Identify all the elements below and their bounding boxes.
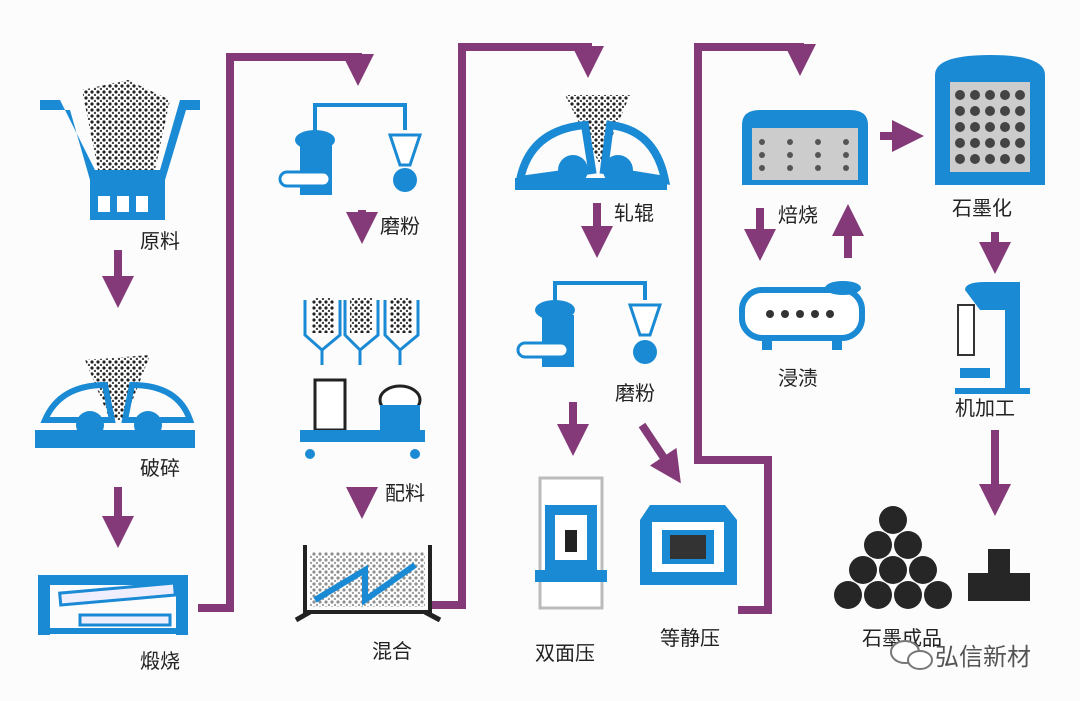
electrode-dot: [955, 106, 965, 116]
watermark: 弘信新材: [890, 640, 1031, 671]
connector-isostatic-to-bake: [694, 43, 816, 614]
batching-hoppers-icon: [300, 298, 425, 459]
grinding-mill-icon: [278, 103, 423, 195]
electrode-dot: [970, 106, 980, 116]
label-grind1: 磨粉: [380, 214, 420, 238]
electrode-dot: [955, 138, 965, 148]
graphite-rod: [879, 556, 907, 584]
label-mix: 混合: [372, 639, 412, 663]
electrode-dot: [1015, 106, 1025, 116]
arrow-grind-to-isostatic: [638, 422, 681, 484]
label-batch: 配料: [385, 481, 425, 505]
electrode-dot: [1000, 122, 1010, 132]
electrode-dot: [955, 122, 965, 132]
electrode-dot: [985, 154, 995, 164]
label-crush: 破碎: [140, 456, 180, 480]
isostatic-press-icon: [640, 505, 737, 585]
crusher-icon: [35, 355, 195, 448]
machining-tool-icon: [955, 282, 1030, 394]
impregnation-tank-icon: [739, 281, 865, 350]
label-graphitize: 石墨化: [952, 196, 1012, 220]
electrode-dot: [1000, 90, 1010, 100]
watermark-text: 弘信新材: [935, 643, 1031, 671]
roller-mill-icon: [514, 95, 671, 190]
graphite-rod: [924, 581, 952, 609]
graphite-rod: [864, 531, 892, 559]
calciner-icon: [38, 575, 188, 635]
double-press-icon: [535, 476, 607, 610]
electrode-dot: [955, 90, 965, 100]
electrode-dot: [985, 90, 995, 100]
raw-material-hopper-icon: [40, 80, 200, 220]
graphite-products-icon: [834, 506, 1030, 609]
graphitizing-furnace-icon: [935, 55, 1045, 185]
electrode-dot: [1015, 90, 1025, 100]
graphite-rod: [894, 581, 922, 609]
electrode-dot: [1015, 122, 1025, 132]
label-grind2: 磨粉: [615, 381, 655, 405]
label-calcine: 煅烧: [140, 649, 180, 673]
electrode-dot: [1015, 138, 1025, 148]
label-raw: 原料: [140, 229, 180, 253]
label-impregnate: 浸渍: [778, 366, 818, 390]
connector-mix-to-roll: [432, 43, 604, 609]
graphite-rod: [864, 581, 892, 609]
electrode-dot: [985, 106, 995, 116]
electrode-dot: [970, 138, 980, 148]
electrode-dot: [1000, 138, 1010, 148]
label-double-press: 双面压: [535, 641, 595, 665]
electrode-dot: [985, 122, 995, 132]
electrode-dot: [970, 154, 980, 164]
grinding-mill-icon: [516, 281, 663, 367]
mixer-icon: [294, 545, 442, 623]
label-bake: 焙烧: [778, 203, 818, 227]
electrode-dot: [1000, 154, 1010, 164]
electrode-dot: [1015, 154, 1025, 164]
electrode-dot: [985, 138, 995, 148]
graphite-rod: [879, 506, 907, 534]
flow-arrows: [102, 43, 1011, 614]
label-roll: 轧辊: [614, 201, 654, 225]
electrode-dot: [955, 154, 965, 164]
connector-calcine-to-grind: [198, 53, 374, 612]
graphite-rod: [894, 531, 922, 559]
graphite-rod: [849, 556, 877, 584]
graphite-rod: [834, 581, 862, 609]
graphite-rod: [909, 556, 937, 584]
label-machining: 机加工: [955, 396, 1015, 420]
electrode-dot: [970, 90, 980, 100]
label-isostatic: 等静压: [660, 626, 720, 650]
baking-furnace-icon: [742, 110, 868, 185]
electrode-dot: [1000, 106, 1010, 116]
electrode-dot: [970, 122, 980, 132]
